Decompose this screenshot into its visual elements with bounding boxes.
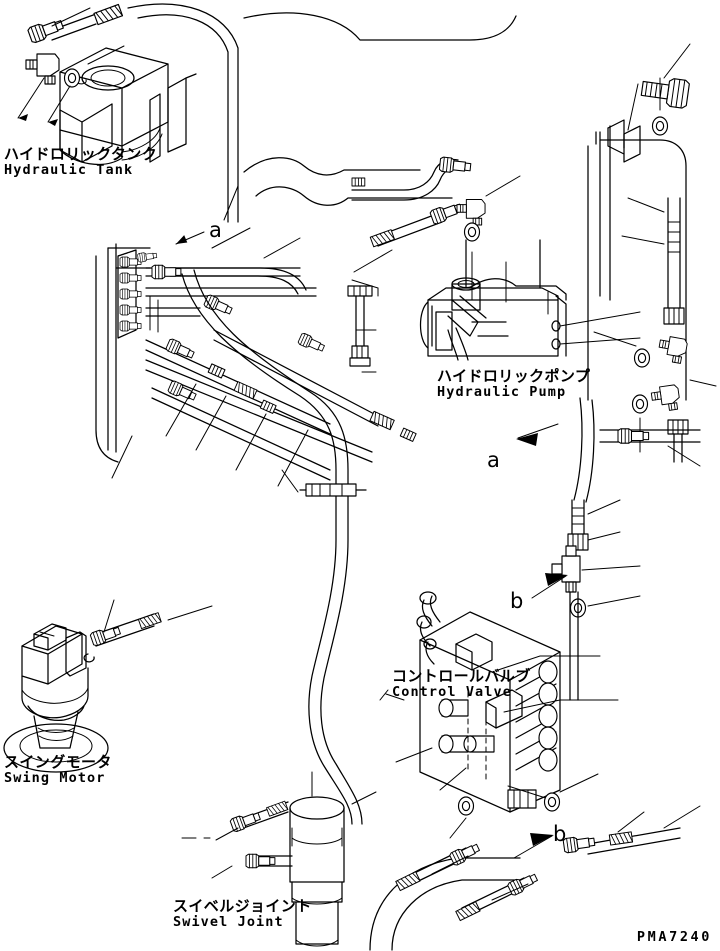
callout-arrows — [175, 185, 568, 859]
label-control-valve-en: Control Valve — [392, 683, 512, 700]
label-hydraulic-pump-en: Hydraulic Pump — [437, 383, 567, 400]
label-swing-motor: スイングモータ Swing Motor — [4, 754, 112, 786]
label-hydraulic-tank-en: Hydraulic Tank — [4, 161, 134, 178]
label-swing-motor-en: Swing Motor — [4, 769, 106, 786]
callout-b-upper: b — [510, 589, 524, 613]
hydraulic-tank-assembly — [17, 3, 239, 223]
label-swivel-joint-jp: スイベルジョイント — [173, 897, 312, 915]
callout-a-lower: a — [487, 448, 500, 472]
drawing-number: PMA7240 — [636, 929, 712, 945]
swing-motor-assembly — [3, 599, 213, 773]
callout-b-lower: b — [553, 822, 567, 846]
bottom-hose-group — [369, 773, 701, 951]
label-hydraulic-pump-jp: ハイドロリックポンプ — [437, 367, 591, 385]
label-control-valve-jp: コントロールバルブ — [392, 667, 531, 685]
right-hardware-group — [551, 43, 717, 701]
label-hydraulic-tank: ハイドロリックタンク Hydraulic Tank — [4, 146, 157, 178]
swivel-joint-assembly — [181, 771, 377, 947]
label-swivel-joint: スイベルジョイント Swivel Joint — [173, 898, 312, 930]
hose-bundle-assembly — [95, 227, 507, 825]
label-swing-motor-jp: スイングモータ — [4, 753, 112, 771]
control-valve-assembly — [379, 591, 619, 813]
upper-hose-group — [243, 12, 521, 373]
label-hydraulic-tank-jp: ハイドロリックタンク — [4, 145, 158, 163]
label-swivel-joint-en: Swivel Joint — [173, 913, 284, 930]
label-hydraulic-pump: ハイドロリックポンプ Hydraulic Pump — [437, 368, 590, 400]
label-control-valve: コントロールバルブ Control Valve — [392, 668, 531, 700]
hydraulic-pump-assembly — [419, 125, 641, 361]
callout-a-upper: a — [209, 218, 222, 242]
